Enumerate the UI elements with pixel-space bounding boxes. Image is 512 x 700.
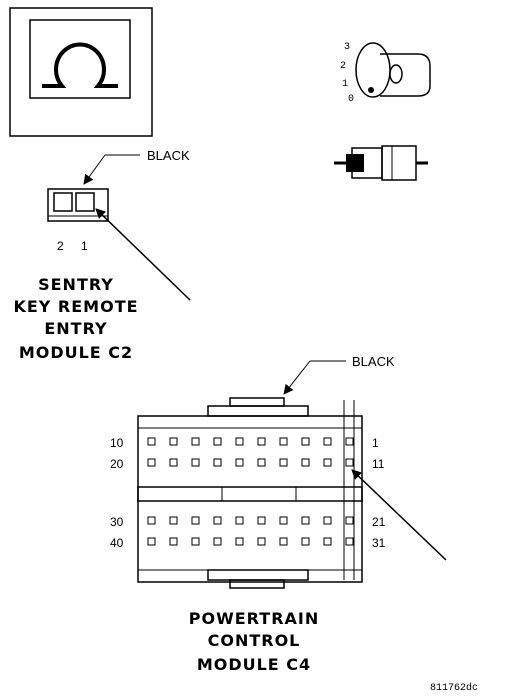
c2-color-label: BLACK	[147, 148, 190, 163]
c4-pin-cavity	[279, 437, 288, 446]
c4-pin-cavity	[213, 437, 222, 446]
svg-text:CONTROL: CONTROL	[208, 631, 301, 650]
c4-row-label-20: 20	[110, 457, 124, 471]
c4-pin-cavity	[301, 516, 310, 525]
c2-title: SENTRY KEY REMOTE ENTRY MODULE C2	[13, 275, 138, 362]
key-head-icon	[389, 64, 403, 84]
c4-pin-cavity	[257, 437, 266, 446]
c4-pin-cavity	[213, 537, 222, 546]
svg-text:ENTRY: ENTRY	[44, 319, 107, 338]
figure-code: 811762dc	[430, 682, 478, 694]
c4-pin-cavity	[323, 458, 332, 467]
c4-pin-cavity	[147, 458, 156, 467]
c4-row-label-31: 31	[372, 536, 386, 550]
c4-pin-cavity	[345, 516, 354, 525]
c4-pin-cavity	[169, 437, 178, 446]
c4-pin-cavity	[213, 458, 222, 467]
c4-pin-cavity	[191, 516, 200, 525]
svg-text:KEY REMOTE: KEY REMOTE	[13, 297, 138, 316]
svg-text:MODULE C4: MODULE C4	[197, 655, 311, 674]
c4-pin-cavity	[323, 437, 332, 446]
c4-pin-cavity	[169, 458, 178, 467]
c4-pin-cavity	[345, 458, 354, 467]
c4-pin-cavity	[169, 516, 178, 525]
c4-pin-cavity	[301, 437, 310, 446]
c4-pin-cavity	[279, 537, 288, 546]
c4-pin-cavity	[191, 458, 200, 467]
c4-pin-cavity	[279, 516, 288, 525]
c4-pin-cavity	[323, 516, 332, 525]
c4-pointer-arrow	[351, 469, 447, 561]
c4-row-label-1: 1	[372, 436, 379, 450]
c4-pin-cavity	[345, 437, 354, 446]
key-position-1: 1	[342, 79, 348, 90]
c4-pin-cavity	[147, 537, 156, 546]
c4-pin-cavity	[235, 437, 244, 446]
c4-pin-cavity	[345, 537, 354, 546]
svg-text:MODULE C2: MODULE C2	[19, 343, 133, 362]
svg-text:SENTRY: SENTRY	[38, 275, 114, 294]
c4-color-label: BLACK	[352, 354, 395, 369]
c4-pin-cavity	[257, 516, 266, 525]
c4-pin-cavity	[147, 516, 156, 525]
key-switch: 3 2 1 0	[340, 42, 431, 105]
connector-plug-icon	[334, 145, 428, 181]
c4-pin-cavity	[213, 516, 222, 525]
c4-row-label-10: 10	[110, 436, 124, 450]
c4-row-label-11: 11	[372, 457, 385, 471]
connector-c2: BLACK 2 1 SENTRY KEY REMOTE ENTRY MODULE…	[13, 148, 191, 362]
c2-cavity-2	[53, 192, 73, 212]
c4-pin-cavity	[147, 437, 156, 446]
c4-center-divider	[137, 486, 363, 502]
key-position-2: 2	[340, 61, 346, 72]
c4-pin-cavity	[301, 537, 310, 546]
c2-pin-label-2: 2	[57, 239, 64, 253]
key-position-3: 3	[344, 42, 350, 53]
c4-pin-cavity	[301, 458, 310, 467]
c4-row-label-40: 40	[110, 536, 124, 550]
key-position-0: 0	[348, 94, 354, 105]
c2-pointer-arrow	[95, 208, 191, 301]
c4-pin-cavity	[191, 537, 200, 546]
c2-cavity-1	[75, 192, 95, 212]
c4-pin-cavity	[169, 537, 178, 546]
c4-pin-cavity	[279, 458, 288, 467]
inset-symbol-box	[9, 7, 153, 137]
c2-housing	[47, 188, 109, 222]
c4-pin-cavity	[257, 458, 266, 467]
c4-row-label-21: 21	[372, 515, 386, 529]
omega-icon	[42, 42, 118, 88]
c4-pin-grid	[147, 437, 354, 546]
c4-pin-cavity	[323, 537, 332, 546]
connector-c4: BLACK 10 20 30 40 1 11 21 31 POWERTRAIN	[110, 354, 447, 674]
c4-pin-cavity	[191, 437, 200, 446]
c4-title: POWERTRAIN CONTROL MODULE C4	[189, 609, 319, 674]
c4-row-label-30: 30	[110, 515, 124, 529]
c4-pin-cavity	[235, 537, 244, 546]
c4-pin-cavity	[235, 516, 244, 525]
c4-pin-cavity	[257, 537, 266, 546]
svg-text:POWERTRAIN: POWERTRAIN	[189, 609, 319, 628]
c4-pin-cavity	[235, 458, 244, 467]
c2-pin-label-1: 1	[81, 239, 88, 253]
